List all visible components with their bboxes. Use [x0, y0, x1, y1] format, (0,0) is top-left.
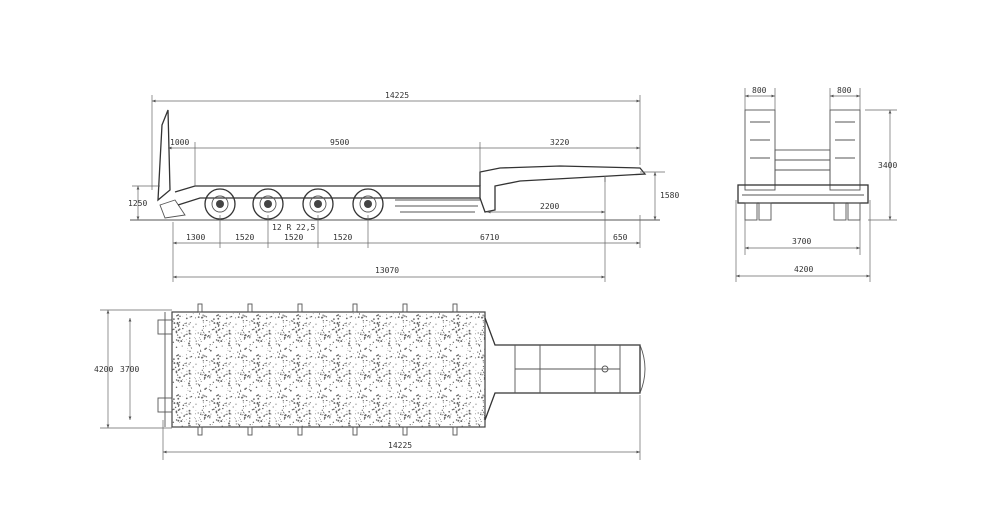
dim-deck-length: 9500: [330, 138, 349, 147]
stake-pocket: [452, 303, 458, 313]
stake-pocket: [352, 426, 358, 436]
dim-kingpin-front: 650: [613, 233, 628, 242]
stake-pocket: [247, 303, 253, 313]
deck: [174, 185, 481, 206]
dim-overall-length: 14225: [385, 91, 409, 100]
stake-pocket: [452, 426, 458, 436]
stake-pocket: [247, 426, 253, 436]
dim-front-height: 3400: [878, 161, 897, 170]
dim-front-overall-width: 4200: [794, 265, 813, 274]
dim-ramp-width-right: 800: [837, 86, 852, 95]
dim-top-overall-width: 4200: [94, 365, 113, 374]
gooseneck-top: [484, 317, 641, 421]
stake-pocket: [297, 426, 303, 436]
stake-pocket: [352, 303, 358, 313]
dim-rear-ramp: 1000: [170, 138, 189, 147]
dim-axle-spacing-2: 1520: [284, 233, 303, 242]
dim-rear-overhang: 1300: [186, 233, 205, 242]
gooseneck: [479, 165, 647, 213]
dim-deck-height: 1250: [128, 199, 147, 208]
rear-ramp: [157, 109, 171, 202]
side-view: 14225 1000 9500 3220 1250 1580 2200 12 R…: [128, 91, 679, 282]
dim-axle-spacing-1: 1520: [235, 233, 254, 242]
top-view: 4200 3700 14225: [94, 303, 646, 460]
stake-pocket: [402, 303, 408, 313]
dim-kingpin-gooseneck: 2200: [540, 202, 559, 211]
wheel-group: [204, 188, 384, 220]
dim-gooseneck-length: 3220: [550, 138, 569, 147]
front-view: 800 800 3400 3700 4200: [735, 86, 897, 282]
dim-rear-kingpin: 13070: [375, 266, 399, 275]
deck-surface: [171, 311, 486, 428]
dim-ramp-width-left: 800: [752, 86, 767, 95]
dim-top-deck-width: 3700: [120, 365, 139, 374]
dim-track-width: 3700: [792, 237, 811, 246]
stake-pocket: [197, 303, 203, 313]
dim-fifth-wheel-height: 1580: [660, 191, 679, 200]
dim-top-overall-length: 14225: [388, 441, 412, 450]
stake-pocket: [197, 426, 203, 436]
tyre-size: 12 R 22,5: [272, 223, 316, 232]
dim-axle-spacing-3: 1520: [333, 233, 352, 242]
stake-pocket: [402, 426, 408, 436]
stake-pocket: [297, 303, 303, 313]
dim-axle-kingpin: 6710: [480, 233, 499, 242]
